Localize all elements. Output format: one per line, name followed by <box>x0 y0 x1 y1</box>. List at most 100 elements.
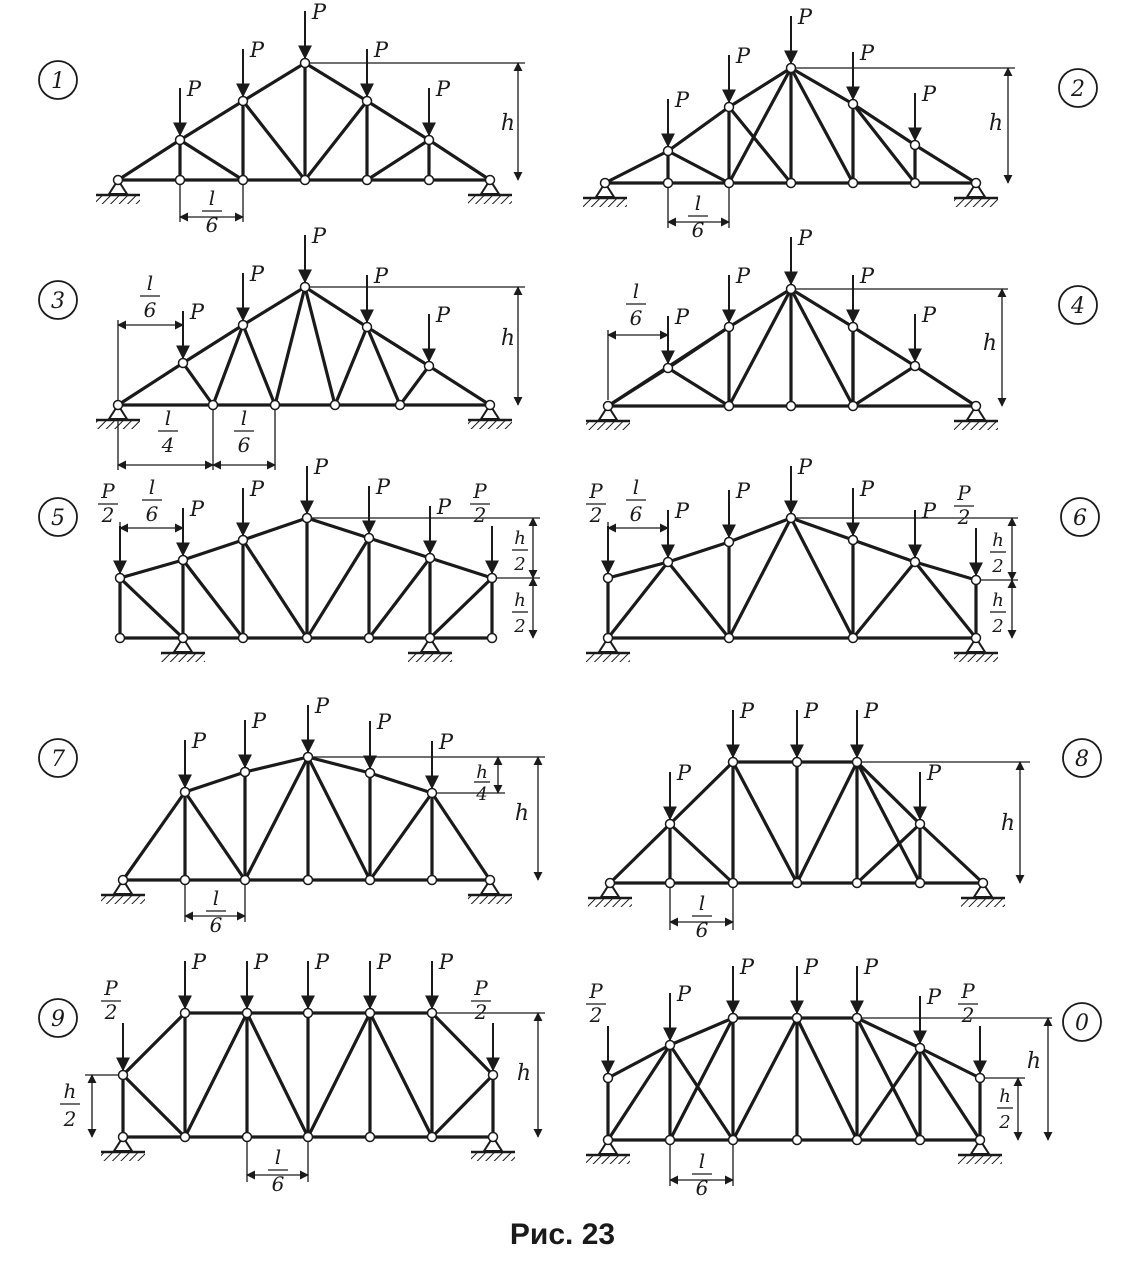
truss-joint <box>974 1134 986 1146</box>
truss-bar <box>243 755 310 882</box>
load-label: P <box>373 38 389 62</box>
load-label: P <box>735 44 751 68</box>
truss-joint <box>237 319 249 331</box>
truss-joint <box>909 360 921 372</box>
panel-number-circle <box>1062 1002 1102 1042</box>
truss-joint <box>909 556 921 568</box>
truss-joint <box>302 1007 314 1019</box>
truss-joint <box>424 632 436 644</box>
truss-bar <box>181 361 215 407</box>
truss-joint <box>329 399 341 411</box>
truss-bar <box>368 1011 434 1139</box>
ground-hatch <box>468 896 512 904</box>
truss-joint <box>112 174 124 186</box>
truss-bar <box>851 102 917 147</box>
truss-bar <box>789 287 855 408</box>
fraction-numerator: l <box>209 186 215 210</box>
truss-joint <box>914 877 926 889</box>
truss-joint <box>299 281 311 293</box>
load-label: P <box>674 88 690 112</box>
truss-bar <box>118 576 185 640</box>
truss-bar <box>181 558 245 640</box>
truss-bar <box>121 790 187 882</box>
load-label: P <box>859 264 875 288</box>
truss-bar <box>178 99 245 142</box>
half-height-denominator: 2 <box>991 556 1003 577</box>
ground-hatch <box>586 1156 630 1164</box>
truss-joint <box>114 632 126 644</box>
truss-joint <box>791 1134 803 1146</box>
truss-joint <box>117 1131 129 1143</box>
height-label: h <box>501 111 515 136</box>
ground-hatch <box>954 199 998 207</box>
fraction-numerator: l <box>699 891 705 915</box>
panel-number-circle <box>38 738 78 778</box>
panel-number-circle <box>38 998 78 1038</box>
truss-joint <box>486 632 498 644</box>
truss-joint <box>423 134 435 146</box>
truss-joint <box>177 554 189 566</box>
panel-number: 3 <box>51 289 65 314</box>
truss-bar <box>668 1043 735 1142</box>
load-label: P <box>674 305 690 329</box>
load-label: P <box>859 477 875 501</box>
truss-bar <box>305 516 371 540</box>
fraction-denominator: 6 <box>272 1172 285 1196</box>
truss-joint <box>364 1007 376 1019</box>
load-label: P <box>859 41 875 65</box>
load-label: P <box>803 699 819 723</box>
half-load-numerator: P <box>588 479 603 503</box>
truss-joint <box>241 1131 253 1143</box>
truss-joint <box>723 632 735 644</box>
panel-number: 6 <box>1073 506 1087 531</box>
quarter-height-denominator: 4 <box>475 784 487 805</box>
quarter-height-numerator: h <box>476 762 488 783</box>
truss-joint <box>423 174 435 186</box>
load-label: P <box>735 479 751 503</box>
truss-joint <box>423 360 435 372</box>
ground-hatch <box>101 896 145 904</box>
truss-bar <box>918 1046 982 1080</box>
truss-joint <box>239 874 251 886</box>
truss-bar <box>181 323 245 365</box>
truss-joint <box>426 1007 438 1019</box>
truss-joint <box>723 177 735 189</box>
truss-bar <box>666 560 731 640</box>
truss-joint <box>361 321 373 333</box>
fraction-denominator: 6 <box>630 502 643 526</box>
truss-joint <box>970 574 982 586</box>
truss-bar <box>430 791 492 882</box>
ground-hatch <box>468 196 512 204</box>
truss-bar <box>851 325 917 368</box>
panel-number: 9 <box>51 1007 65 1032</box>
panel-number-circle <box>1062 738 1102 778</box>
truss-bar <box>365 99 431 142</box>
truss-joint <box>239 766 251 778</box>
truss-bar <box>795 760 859 885</box>
ground-hatch <box>586 654 630 662</box>
ground-hatch <box>586 422 630 430</box>
truss-bar <box>183 1011 249 1139</box>
truss-bar <box>430 1011 495 1077</box>
panel-number: 5 <box>51 506 65 531</box>
load-label: P <box>249 38 265 62</box>
half-load-numerator: P <box>472 479 487 503</box>
truss-joint <box>424 552 436 564</box>
truss-joint <box>241 1007 253 1019</box>
truss-bar <box>789 516 855 542</box>
truss-joint <box>662 177 674 189</box>
truss-joint <box>299 174 311 186</box>
truss-joint <box>914 1042 926 1054</box>
panel-number-circle <box>1060 497 1100 537</box>
half-load-denominator: 2 <box>589 1003 603 1027</box>
panel-number: 2 <box>1070 77 1085 102</box>
truss-bar <box>789 66 855 106</box>
truss-bar <box>727 66 793 109</box>
half-height-numerator: h <box>999 1086 1011 1107</box>
truss-bar <box>608 822 672 885</box>
truss-bar <box>666 366 731 408</box>
truss-joint <box>363 632 375 644</box>
half-load-numerator: P <box>960 979 975 1003</box>
truss-joint <box>785 400 797 412</box>
load-label: P <box>375 475 391 499</box>
